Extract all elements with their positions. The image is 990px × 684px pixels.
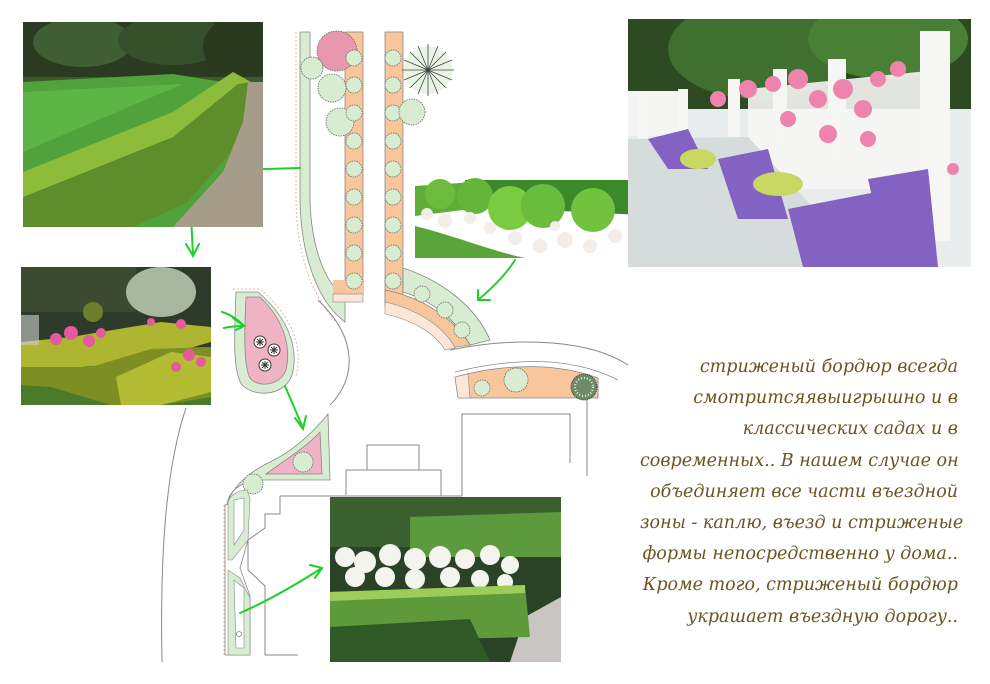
description-text: стриженый бордюр всегда смотритсяявыигры… — [640, 352, 964, 633]
description-line: Кроме того, стриженый бордюр — [642, 575, 958, 596]
photo-hydrangea-box-hedge — [330, 497, 561, 662]
house-arc-border — [454, 361, 619, 476]
photo-fence-roses-salvia — [628, 19, 971, 267]
description-line: украшает въездную дорогу.. — [687, 606, 958, 627]
description-line: формы непосредственно у дома.. — [642, 544, 958, 565]
connector-arrows — [185, 161, 516, 614]
description-line: смотритсяявыигрышно и в — [693, 388, 958, 409]
left-driveway-border — [295, 30, 364, 323]
arrow-border-to-hydrangea — [239, 567, 323, 614]
conifer-tree-symbol — [402, 44, 454, 96]
arrow-photo-to-arc — [477, 259, 516, 301]
photo-rose-parterre — [21, 267, 211, 405]
photo-boxwood-balls-white-roses — [415, 176, 661, 258]
drive-circle-edge — [317, 299, 350, 406]
drop-shaped-bed — [233, 288, 299, 394]
road-edge-left — [161, 407, 187, 663]
drive-arc-top — [449, 341, 629, 366]
photo-hedge-lawn — [23, 22, 263, 227]
description-line: зоны - каплю, въезд и стриженые — [640, 513, 964, 534]
arrow-drop-to-triangle — [284, 385, 304, 429]
description-line: классических садах и в — [742, 419, 958, 440]
description-line: стриженый бордюр всегда — [699, 357, 958, 377]
right-driveway-border — [384, 31, 491, 351]
lower-left-border — [223, 489, 251, 656]
description-line: современных.. В нашем случае он — [640, 450, 959, 471]
triangle-bed — [225, 412, 331, 509]
description-line: объединяет все части въездной — [650, 481, 958, 502]
